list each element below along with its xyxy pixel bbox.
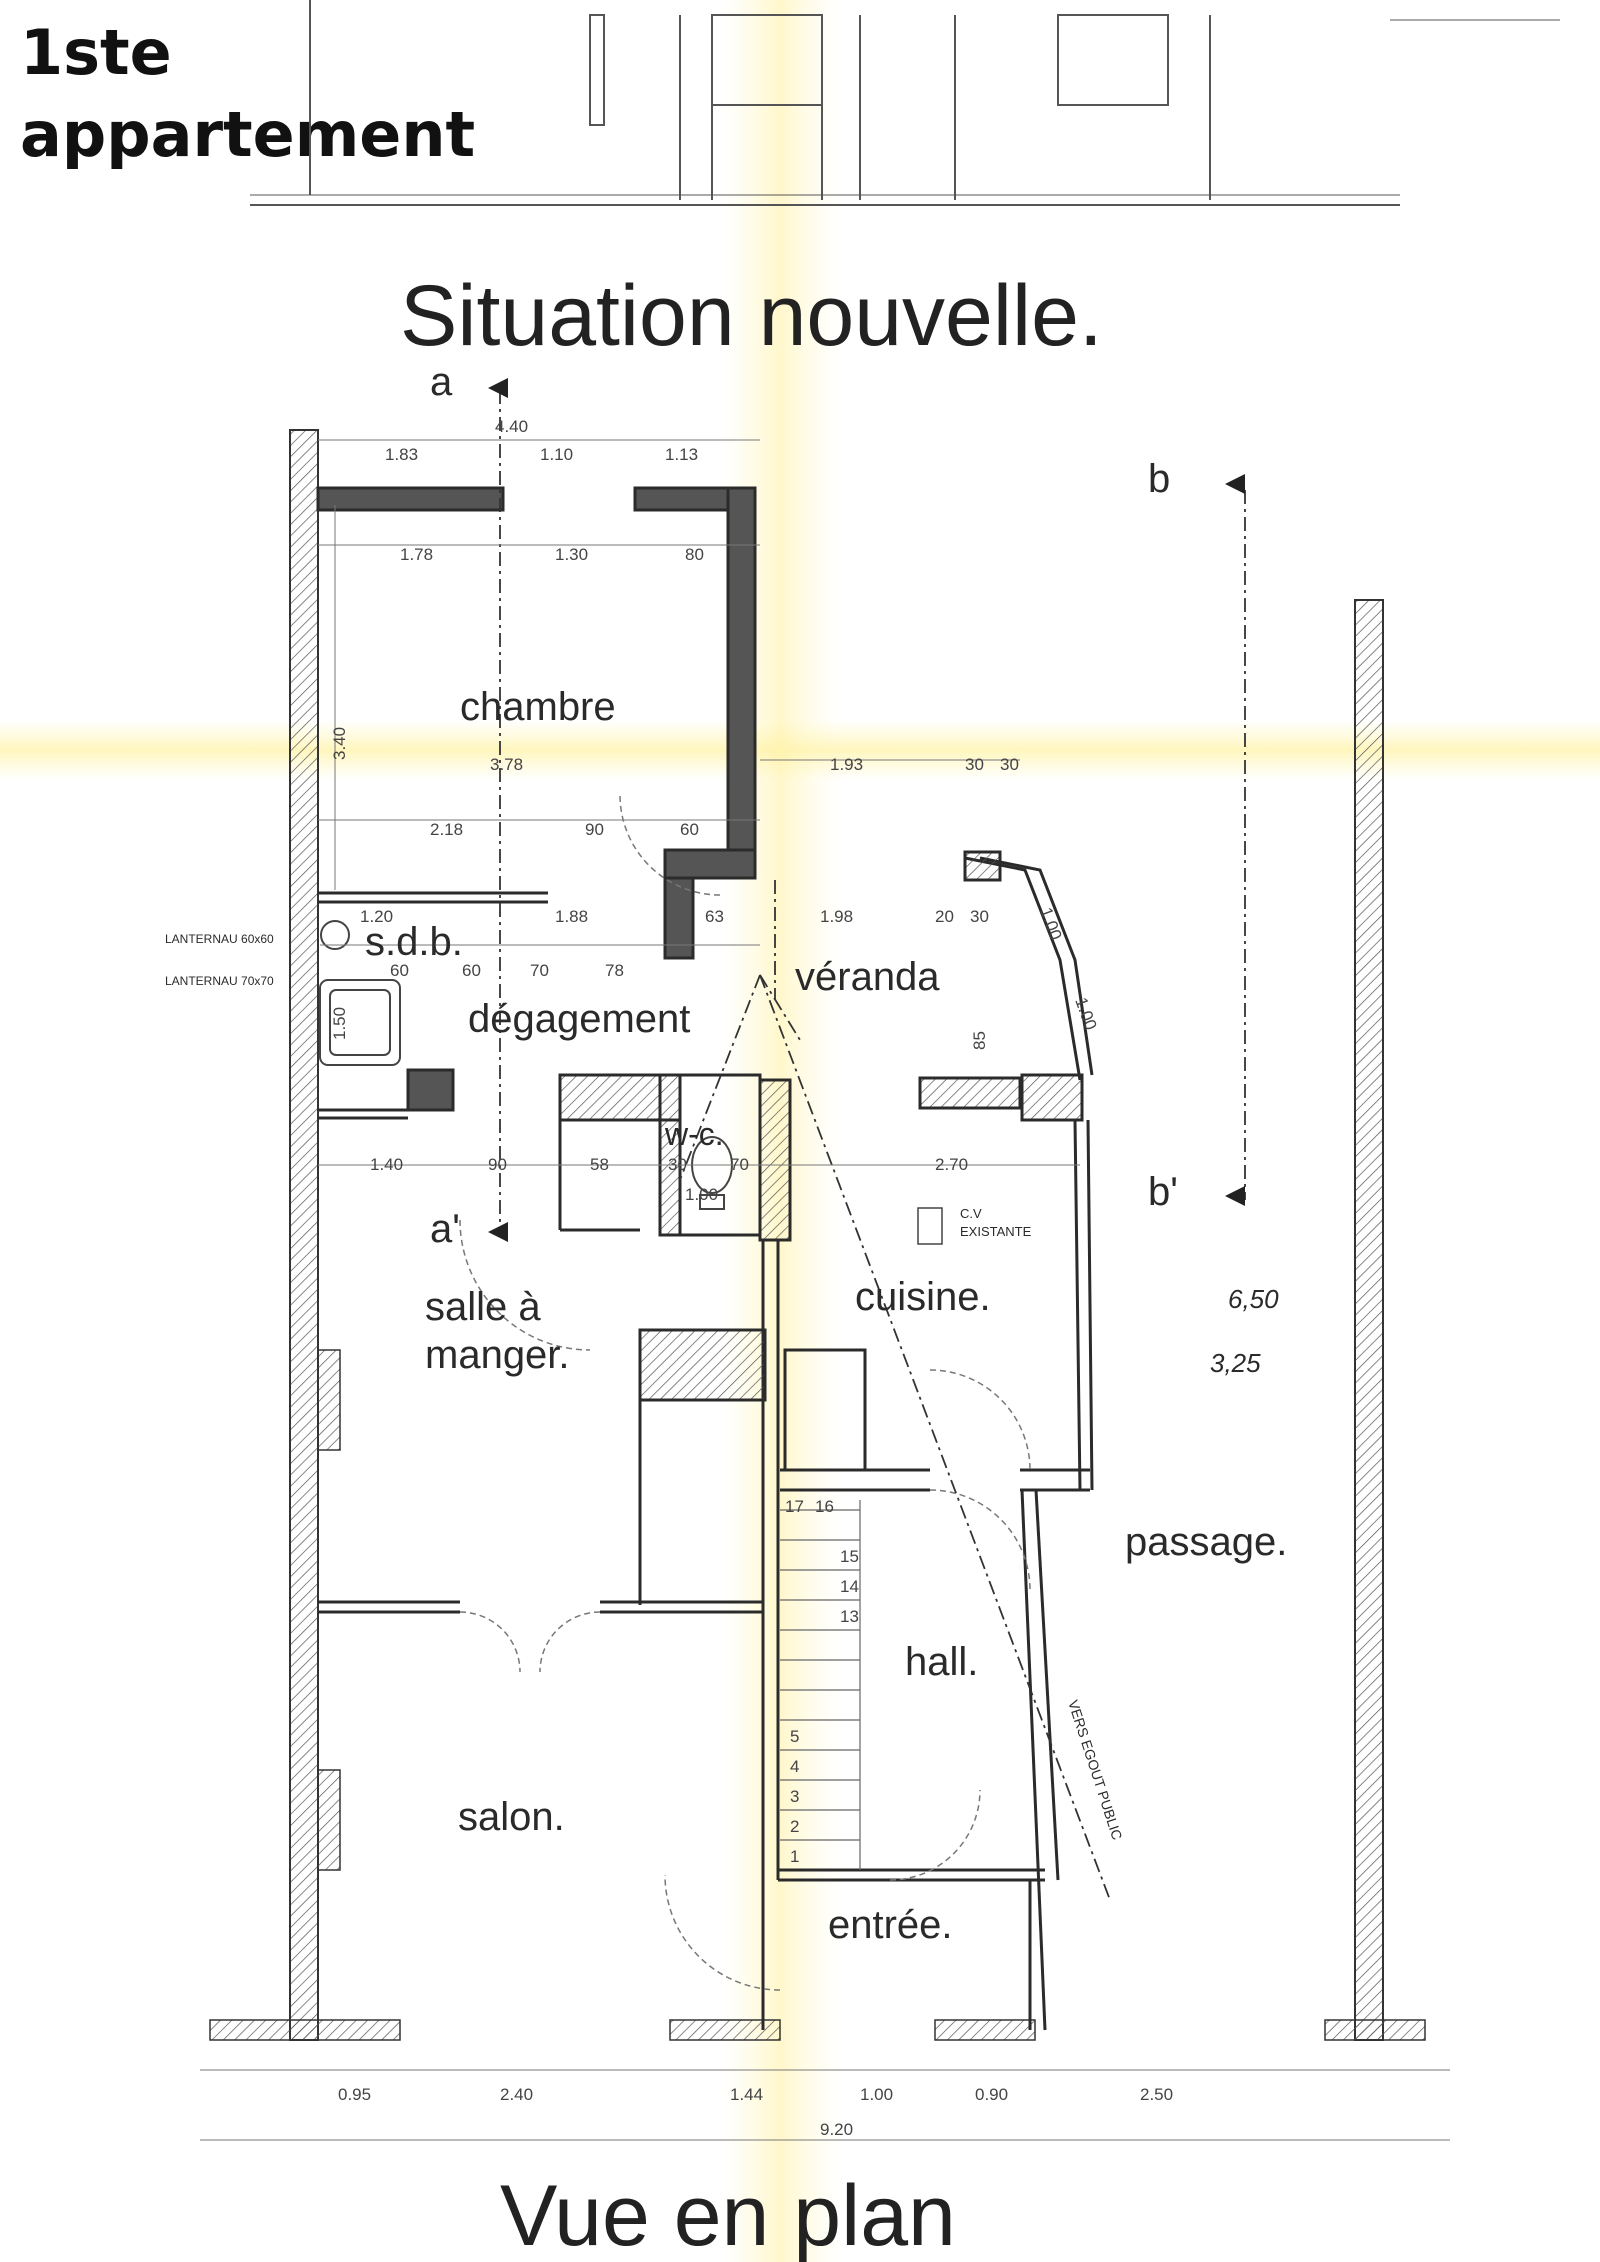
dim-top-1: 1.83 [385,445,418,464]
dim-m-2: 90 [488,1155,507,1174]
staircase [780,1500,861,1870]
room-label-veranda: véranda [795,955,940,999]
section-mark-b-prime: b' [1148,1170,1178,1214]
dim-m-1: 1.40 [370,1155,403,1174]
dim-bot-1: 0.95 [338,2085,371,2104]
stair-number: 15 [840,1547,859,1566]
room-label-salle-a: salle à [425,1285,541,1329]
elevation-strip [250,0,1560,206]
dim-bot-2: 2.40 [500,2085,533,2104]
room-label-hall: hall. [905,1640,978,1684]
annotation-egout: VERS EGOUT PUBLIC [1065,1698,1125,1842]
stair-number: 4 [790,1757,799,1776]
dim-m-3: 58 [590,1155,609,1174]
party-walls [209,429,1426,2041]
annotation-lanternau-2: LANTERNAU 70x70 [165,974,274,988]
dim-ch-1: 1.78 [400,545,433,564]
dim-v-2: 20 [935,907,954,926]
room-label-chambre: chambre [460,685,616,729]
section-mark-b: b [1148,457,1170,501]
stair-number: 13 [840,1607,859,1626]
dim-top-2: 1.10 [540,445,573,464]
annotation-cv: C.V [960,1206,982,1221]
stair-number: 3 [790,1787,799,1806]
annotation-note-1: 6,50 [1228,1284,1279,1314]
dim-bot-total: 9.20 [820,2120,853,2139]
dim-ch-w: 3.78 [490,755,523,774]
interior-walls [316,486,1094,2031]
stair-number: 17 [785,1497,804,1516]
room-label-wc: w-c. [664,1116,724,1152]
dim-top-overall: 4.40 [495,417,528,436]
door-swings [459,794,1031,1991]
dim-bot-4: 1.00 [860,2085,893,2104]
dim-bot-5: 0.90 [975,2085,1008,2104]
room-label-entree: entrée. [828,1903,953,1947]
stair-number: 14 [840,1577,859,1596]
dimension-lines [200,439,1450,2141]
apartment-label-line2: appartement [20,98,476,171]
section-arrow-a-prime [488,1222,508,1242]
annotation-existante: EXISTANTE [960,1224,1032,1239]
annotation-note-2: 3,25 [1210,1348,1261,1378]
dim-v-6: 1.00 [1071,995,1100,1033]
room-label-degagement: dégagement [468,997,690,1041]
annotation-lanternau-1: LANTERNAU 60x60 [165,932,274,946]
dim-ch-b3: 60 [680,820,699,839]
dim-sdb-2: 1.88 [555,907,588,926]
room-label-manger: manger. [425,1333,570,1377]
dim-sdb-8: 1.50 [330,1007,349,1040]
section-arrow-b-prime [1225,1186,1245,1206]
dim-r-2: 30 [965,755,984,774]
stair-number: 5 [790,1727,799,1746]
dim-sdb-3: 63 [705,907,724,926]
dim-sdb-1: 1.20 [360,907,393,926]
dim-m-4: 30 [668,1155,687,1174]
dim-m-6: 2.70 [935,1155,968,1174]
cv-box [917,1207,943,1245]
section-mark-a-prime: a' [430,1207,460,1251]
plan-title: Situation nouvelle. [400,268,1103,364]
stair-number: 2 [790,1817,799,1836]
dim-ch-b1: 2.18 [430,820,463,839]
plan-subtitle: Vue en plan [500,2168,956,2262]
room-label-salon: salon. [458,1795,565,1839]
dim-sdb-4: 60 [390,961,409,980]
section-arrow-a [488,378,508,398]
room-label-cuisine: cuisine. [855,1275,991,1319]
room-label-passage: passage. [1125,1520,1287,1564]
stair-number: 1 [790,1847,799,1866]
dim-v-3: 30 [970,907,989,926]
dim-ch-3: 80 [685,545,704,564]
section-arrow-b [1225,474,1245,494]
dim-r-1: 1.93 [830,755,863,774]
apartment-label: 1ste appartement [20,12,475,176]
section-mark-a: a [430,360,453,404]
dim-m-7: 1.00 [685,1185,718,1204]
dim-sdb-6: 70 [530,961,549,980]
stair-numbers: 1 2 3 4 5 13 14 15 16 17 [785,1497,859,1866]
dim-sdb-5: 60 [462,961,481,980]
dim-ch-b2: 90 [585,820,604,839]
dim-r-3: 30 [1000,755,1019,774]
section-lines [499,390,1246,1901]
dim-v-4: 1.00 [1036,905,1065,943]
dim-v-1: 1.98 [820,907,853,926]
dim-ch-2: 1.30 [555,545,588,564]
dim-sdb-7: 78 [605,961,624,980]
dim-top-3: 1.13 [665,445,698,464]
dim-bot-6: 2.50 [1140,2085,1173,2104]
room-label-sdb: s.d.b. [365,920,463,964]
stair-number: 16 [815,1497,834,1516]
dim-ch-h: 3.40 [330,727,349,760]
dim-m-5: 70 [730,1155,749,1174]
apartment-label-line1: 1ste [20,16,172,89]
dim-v-5: 85 [970,1031,989,1050]
dim-bot-3: 1.44 [730,2085,763,2104]
